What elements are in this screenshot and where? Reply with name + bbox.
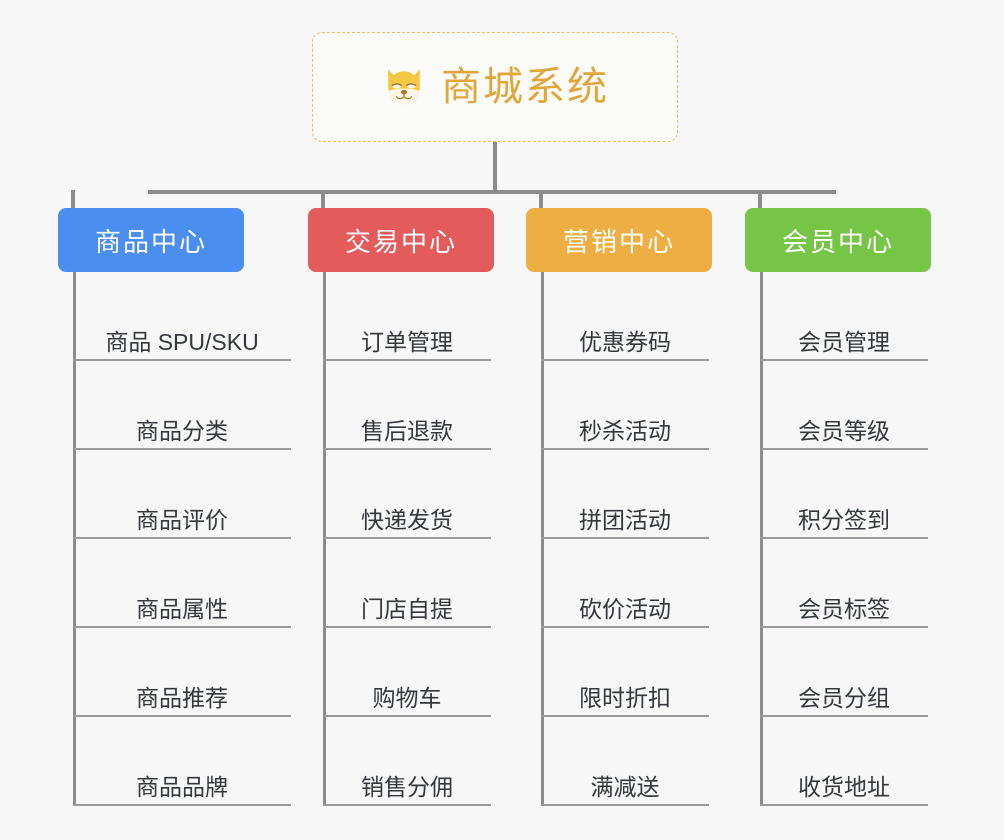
leaf-item-label: 商品品牌: [136, 773, 228, 800]
leaf-item-label: 会员等级: [798, 417, 890, 444]
leaf-item-label: 收货地址: [798, 773, 890, 800]
leaf-item[interactable]: 销售分佣: [323, 717, 491, 806]
leaf-item-label: 快递发货: [361, 506, 453, 533]
leaf-item-label: 商品分类: [136, 417, 228, 444]
leaf-item[interactable]: 满减送: [541, 717, 709, 806]
shiba-dog-face-icon: [388, 69, 420, 105]
leaf-item[interactable]: 商品品牌: [73, 717, 291, 806]
leaf-item[interactable]: 快递发货: [323, 450, 491, 539]
leaf-item[interactable]: 会员等级: [760, 361, 928, 450]
leaf-item[interactable]: 商品属性: [73, 539, 291, 628]
leaf-item-label: 砍价活动: [579, 595, 671, 622]
leaf-item-label: 门店自提: [361, 595, 453, 622]
category-header-label: 交易中心: [344, 226, 457, 257]
column-spine-member-center: [760, 272, 763, 806]
leaf-item[interactable]: 商品分类: [73, 361, 291, 450]
leaf-item-label: 优惠券码: [579, 328, 671, 355]
category-header-marketing-center[interactable]: 营销中心: [526, 208, 712, 272]
leaf-item[interactable]: 会员分组: [760, 628, 928, 717]
leaf-item-label: 限时折扣: [579, 684, 671, 711]
leaf-item[interactable]: 限时折扣: [541, 628, 709, 717]
leaf-item-label: 商品 SPU/SKU: [105, 328, 259, 355]
leaf-item[interactable]: 会员管理: [760, 272, 928, 361]
leaf-item[interactable]: 售后退款: [323, 361, 491, 450]
leaf-item-label: 商品评价: [136, 506, 228, 533]
connector-drop-trade-center: [321, 190, 325, 210]
leaf-item-label: 订单管理: [361, 328, 453, 355]
leaf-item[interactable]: 砍价活动: [541, 539, 709, 628]
leaf-item[interactable]: 订单管理: [323, 272, 491, 361]
root-title: 商城系统: [441, 65, 609, 109]
connector-drop-product-center: [71, 190, 75, 210]
leaf-item[interactable]: 拼团活动: [541, 450, 709, 539]
root-node[interactable]: 商城系统: [312, 32, 678, 142]
category-header-label: 会员中心: [781, 226, 894, 257]
leaf-item[interactable]: 商品推荐: [73, 628, 291, 717]
category-header-product-center[interactable]: 商品中心: [58, 208, 244, 272]
category-header-member-center[interactable]: 会员中心: [745, 208, 931, 272]
leaf-item[interactable]: 积分签到: [760, 450, 928, 539]
leaf-item[interactable]: 门店自提: [323, 539, 491, 628]
leaf-item-label: 商品推荐: [136, 684, 228, 711]
leaf-item-label: 拼团活动: [579, 506, 671, 533]
leaf-item[interactable]: 优惠券码: [541, 272, 709, 361]
leaf-item[interactable]: 会员标签: [760, 539, 928, 628]
column-spine-product-center: [73, 272, 76, 806]
leaf-item-label: 会员管理: [798, 328, 890, 355]
leaf-item-label: 会员标签: [798, 595, 890, 622]
connector-drop-marketing-center: [539, 190, 543, 210]
leaf-item-label: 商品属性: [136, 595, 228, 622]
leaf-item-label: 购物车: [372, 684, 442, 711]
leaf-item[interactable]: 收货地址: [760, 717, 928, 806]
leaf-item[interactable]: 商品 SPU/SKU: [73, 272, 291, 361]
category-header-trade-center[interactable]: 交易中心: [308, 208, 494, 272]
connector-drop-member-center: [758, 190, 762, 210]
column-spine-marketing-center: [541, 272, 544, 806]
connector-root-stem: [493, 142, 497, 192]
leaf-item-label: 积分签到: [798, 506, 890, 533]
column-spine-trade-center: [323, 272, 326, 806]
category-header-label: 营销中心: [562, 226, 675, 257]
category-header-label: 商品中心: [94, 226, 207, 257]
leaf-item-label: 会员分组: [798, 684, 890, 711]
leaf-item[interactable]: 商品评价: [73, 450, 291, 539]
leaf-item-label: 秒杀活动: [579, 417, 671, 444]
leaf-item[interactable]: 秒杀活动: [541, 361, 709, 450]
connector-horizontal-bus: [148, 190, 836, 194]
leaf-item-label: 售后退款: [361, 417, 453, 444]
leaf-item-label: 销售分佣: [361, 773, 453, 800]
leaf-item-label: 满减送: [590, 773, 660, 800]
leaf-item[interactable]: 购物车: [323, 628, 491, 717]
